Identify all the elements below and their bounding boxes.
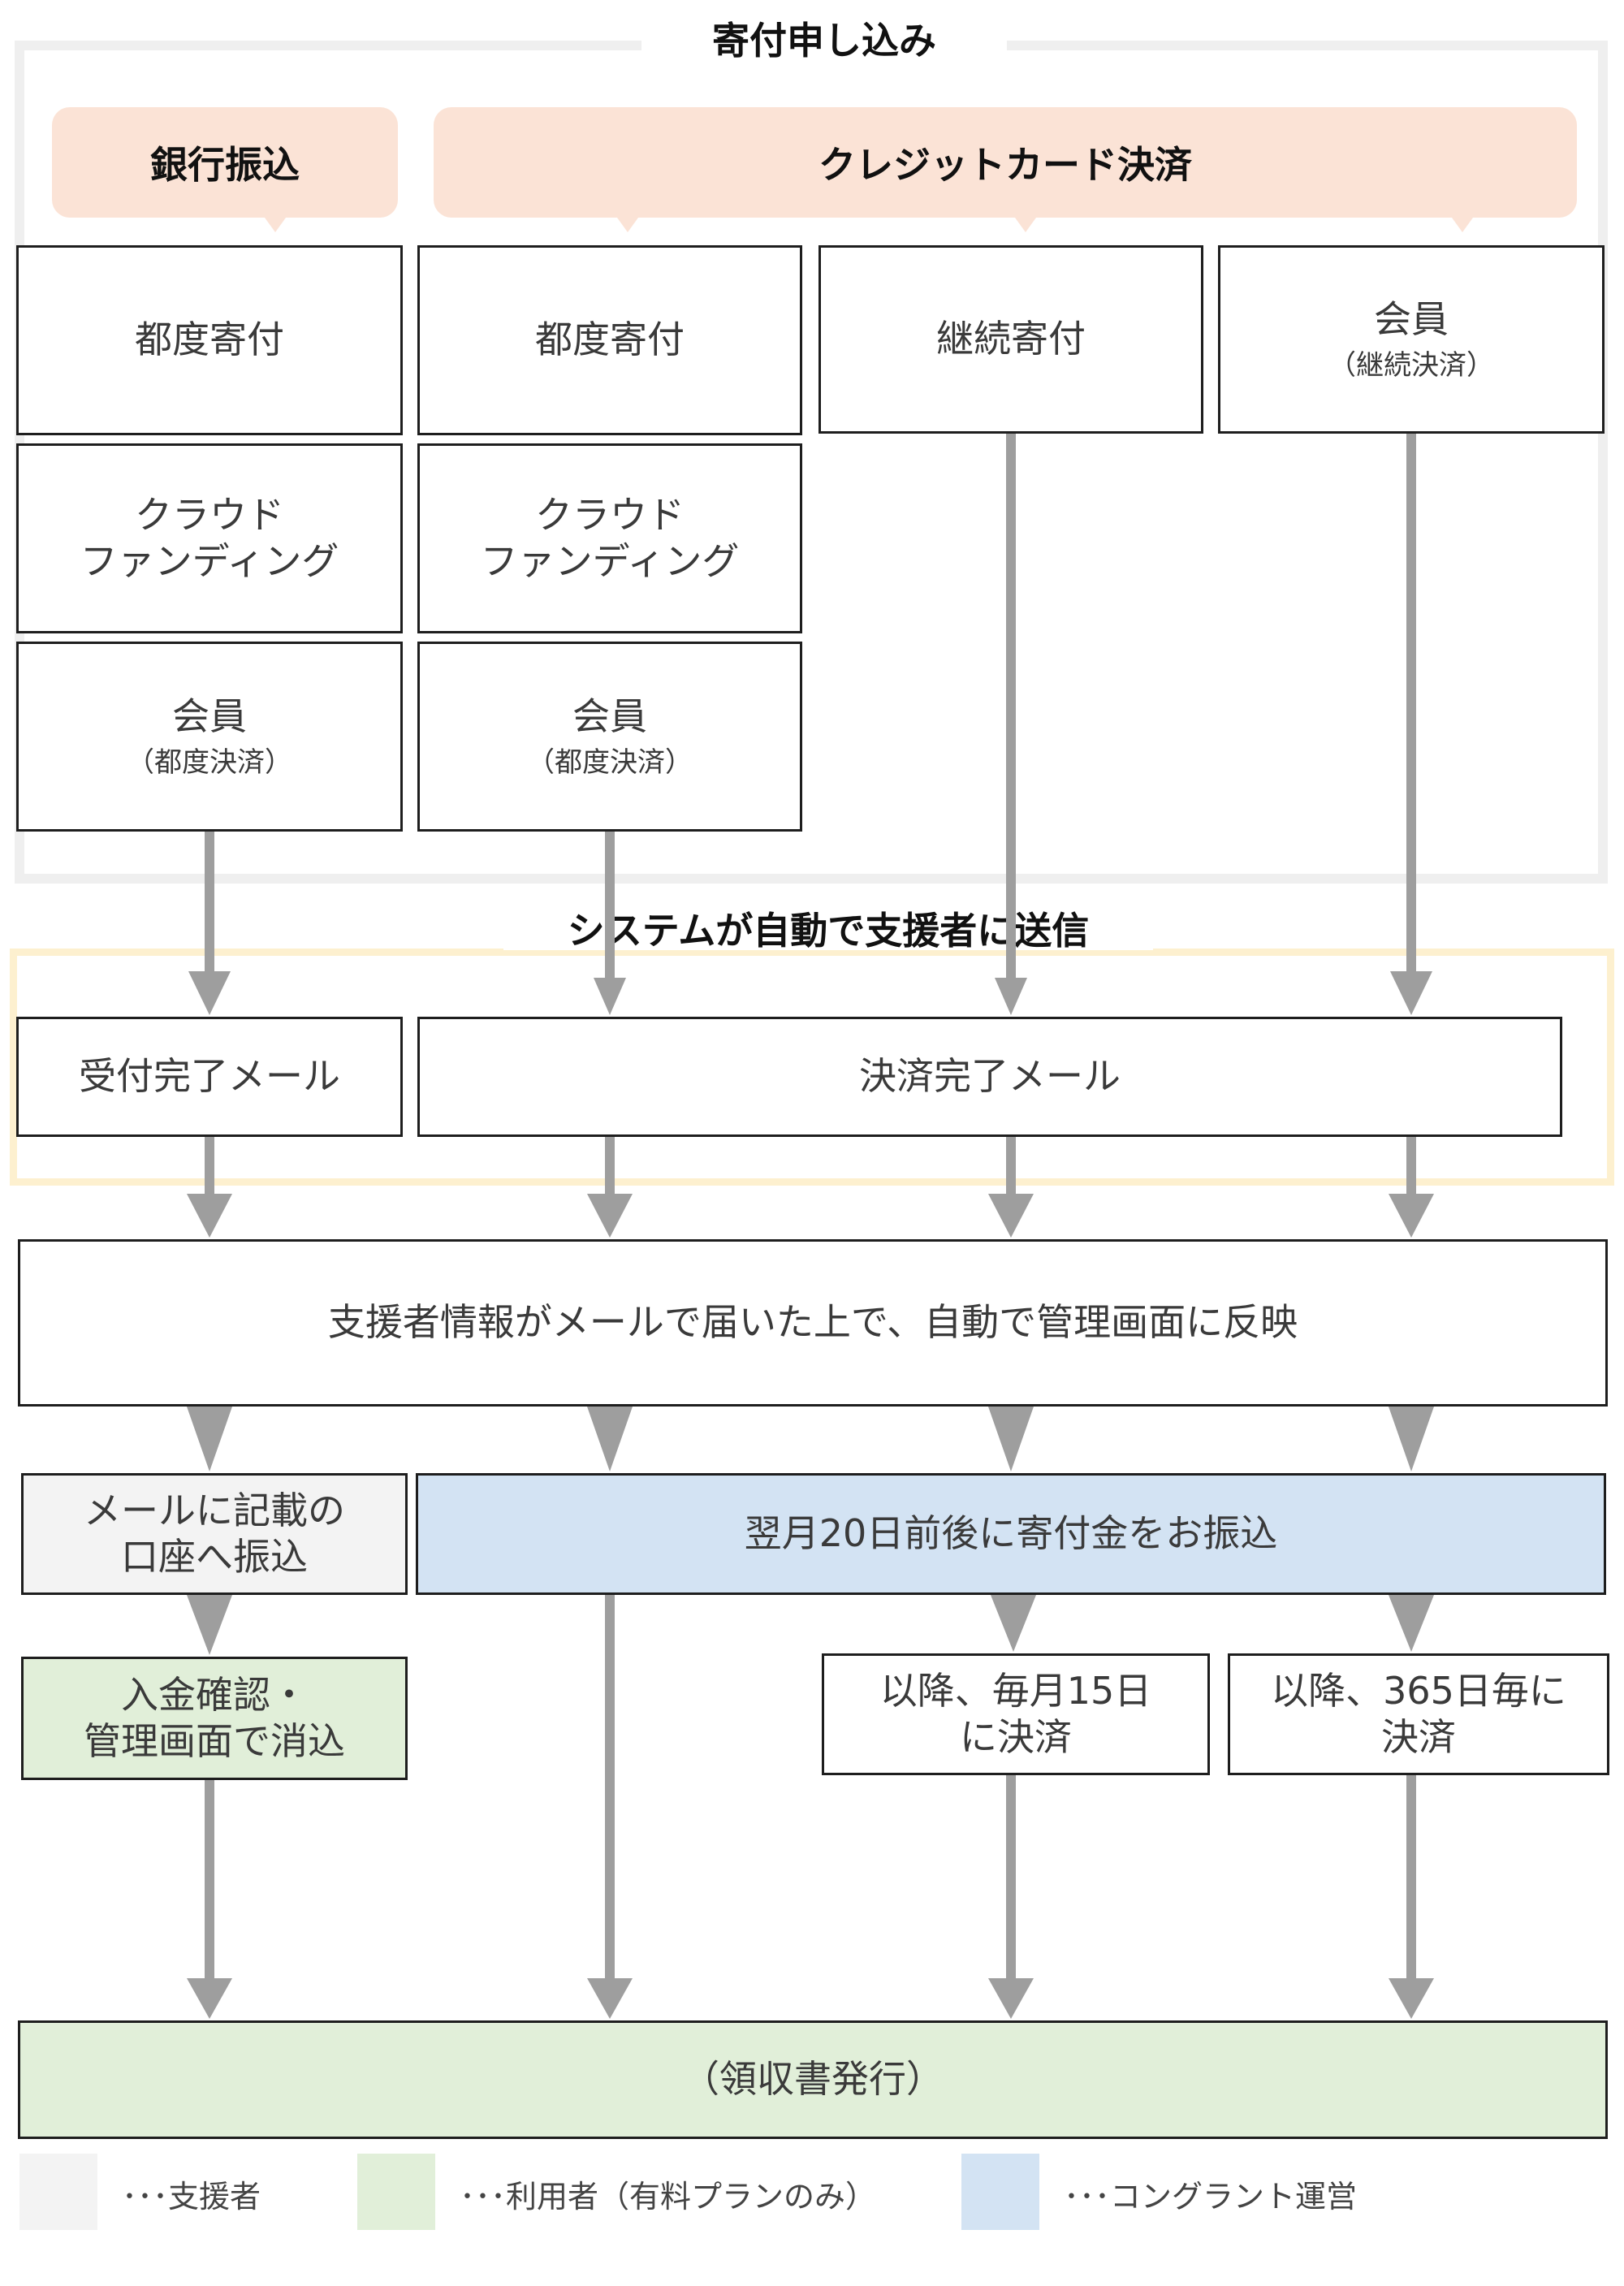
arrow-reflect-to-transfer [187, 1407, 232, 1471]
arrow-payment-mail-to-reflect-1 [587, 1137, 633, 1238]
transfer-to-account: メールに記載の 口座へ振込 [21, 1473, 408, 1595]
header-card-notch-1 [617, 218, 638, 232]
legend-label-user: ･･･利用者（有料プランのみ） [460, 2179, 877, 2215]
reflect-to-admin-label: 支援者情報がメールで届いた上で、自動で管理画面に反映 [327, 1300, 1298, 1345]
receipt-complete-mail: 受付完了メール [16, 1017, 403, 1137]
arrow-reflect-to-monthly-transfer-3 [1389, 1407, 1434, 1471]
arrow-receipt-mail-to-reflect [187, 1137, 232, 1238]
arrow-yearly-billing-to-receipt [1389, 1775, 1434, 2019]
legend-label-supporter: ･･･支援者 [122, 2179, 261, 2215]
arrow-transfer-to-confirmation [187, 1595, 232, 1655]
header-credit-card: クレジットカード決済 [434, 107, 1577, 232]
receipt-issue: （領収書発行） [18, 2020, 1608, 2139]
monthly-billing: 以降、毎月15日 に決済 [822, 1653, 1210, 1775]
transfer-line1: メールに記載の [84, 1488, 345, 1532]
arrow-reflect-to-monthly-transfer-1 [587, 1407, 633, 1471]
receipt-issue-label: （領収書発行） [682, 2057, 944, 2102]
card-one-time-donation: 都度寄付 [417, 245, 802, 435]
recurring-member-note: （継続決済） [1328, 348, 1494, 382]
bank-member-note: （都度決済） [127, 745, 292, 779]
bank-one-time-donation: 都度寄付 [16, 245, 403, 435]
monthly-transfer-label: 翌月20日前後に寄付金をお振込 [744, 1511, 1278, 1556]
bank-one-time-label: 都度寄付 [135, 318, 284, 362]
payment-confirmation-line1: 入金確認・ [121, 1672, 308, 1717]
monthly-transfer: 翌月20日前後に寄付金をお振込 [416, 1473, 1606, 1595]
arrow-payment-mail-to-reflect-3 [1389, 1137, 1434, 1238]
receipt-complete-mail-label: 受付完了メール [79, 1054, 340, 1099]
legend-swatch-supporter [19, 2154, 97, 2230]
arrow-monthly-transfer-to-monthly-billing [991, 1595, 1036, 1652]
bank-member-label: 会員 [172, 694, 247, 738]
card-crowdfunding-line2: ファンディング [480, 539, 740, 583]
recurring-member-label: 会員 [1374, 297, 1449, 341]
card-crowdfunding-line1: クラウド [535, 492, 685, 537]
arrow-monthly-transfer-to-receipt [587, 1595, 633, 2019]
card-one-time-label: 都度寄付 [535, 318, 685, 362]
card-member-label: 会員 [572, 694, 647, 738]
bank-crowdfunding: クラウド ファンディング [16, 443, 403, 633]
card-crowdfunding: クラウド ファンディング [417, 443, 802, 633]
header-bank-transfer: 銀行振込 [52, 107, 398, 232]
payment-complete-mail: 決済完了メール [417, 1017, 1562, 1137]
arrow-bank-to-receipt-mail [188, 832, 231, 1015]
yearly-billing-line1: 以降、365日毎に [1271, 1668, 1566, 1713]
recurring-donation: 継続寄付 [818, 245, 1203, 434]
payment-complete-mail-label: 決済完了メール [859, 1054, 1121, 1099]
header-credit-card-label: クレジットカード決済 [818, 143, 1192, 187]
legend-swatch-user [357, 2154, 435, 2230]
reflect-to-admin: 支援者情報がメールで届いた上で、自動で管理画面に反映 [18, 1239, 1608, 1407]
yearly-billing-line2: 決済 [1381, 1715, 1456, 1759]
transfer-line2: 口座へ振込 [121, 1535, 308, 1579]
monthly-billing-line2: に決済 [960, 1715, 1072, 1759]
arrow-recurring-member-to-payment-mail [1390, 434, 1432, 1015]
bank-member: 会員 （都度決済） [16, 642, 403, 832]
application-title: 寄付申し込み [641, 11, 1007, 63]
arrow-card-to-payment-mail [594, 832, 626, 1015]
bank-crowdfunding-line1: クラウド [135, 492, 284, 537]
arrow-reflect-to-monthly-transfer-2 [988, 1407, 1034, 1471]
payment-confirmation-line2: 管理画面で消込 [84, 1719, 345, 1763]
bank-crowdfunding-line2: ファンディング [80, 539, 339, 583]
arrow-monthly-transfer-to-yearly-billing [1389, 1595, 1434, 1652]
payment-confirmation: 入金確認・ 管理画面で消込 [21, 1657, 408, 1780]
yearly-billing: 以降、365日毎に 決済 [1228, 1653, 1609, 1775]
legend-label-operator: ･･･コングラント運営 [1064, 2179, 1358, 2215]
arrow-payment-mail-to-reflect-2 [988, 1137, 1034, 1238]
recurring-member: 会員 （継続決済） [1218, 245, 1605, 434]
arrow-recurring-to-payment-mail [995, 434, 1027, 1015]
header-bank-notch [265, 218, 286, 232]
arrow-monthly-billing-to-receipt [988, 1775, 1034, 2019]
legend-swatch-operator [961, 2154, 1039, 2230]
auto-send-frame [10, 949, 1614, 1186]
recurring-donation-label: 継続寄付 [936, 317, 1086, 361]
card-member: 会員 （都度決済） [417, 642, 802, 832]
header-card-notch-3 [1452, 218, 1473, 232]
card-member-note: （都度決済） [527, 745, 693, 779]
arrow-confirmation-to-receipt [187, 1780, 232, 2019]
monthly-billing-line1: 以降、毎月15日 [879, 1668, 1152, 1713]
header-card-notch-2 [1015, 218, 1036, 232]
header-bank-transfer-label: 銀行振込 [150, 143, 300, 187]
